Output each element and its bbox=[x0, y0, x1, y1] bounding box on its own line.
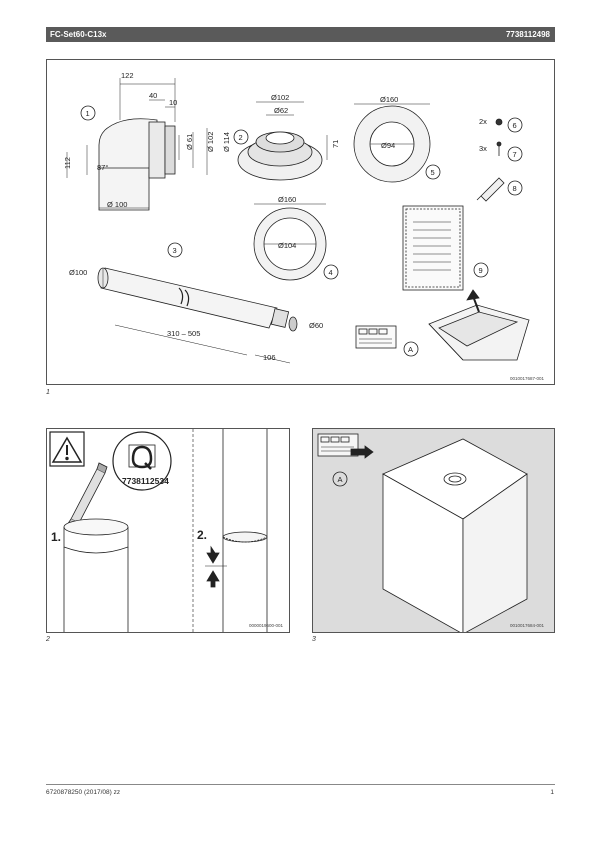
callout-a bbox=[403, 341, 419, 357]
callout-a-fig3 bbox=[332, 471, 348, 487]
wall-rosette-part-4 bbox=[253, 203, 327, 281]
callout-9-text: 9 bbox=[479, 266, 483, 275]
callout-6 bbox=[507, 117, 523, 133]
pipe-part bbox=[97, 267, 298, 364]
dim-87: 87° bbox=[97, 163, 108, 172]
dim-p71: 71 bbox=[331, 140, 340, 148]
quality-seal-icon bbox=[112, 431, 172, 491]
dim-length: 310 – 505 bbox=[167, 329, 200, 338]
dim-d102: Ø 102 bbox=[206, 132, 215, 152]
step-2-label: 2. bbox=[197, 528, 207, 542]
callout-9 bbox=[473, 262, 489, 278]
warning-icon bbox=[49, 431, 85, 467]
screw-part-6 bbox=[495, 118, 503, 126]
qty-3x: 3x bbox=[479, 144, 487, 153]
callout-3-text: 3 bbox=[173, 246, 177, 255]
callout-5 bbox=[425, 164, 441, 180]
callout-1-text: 1 bbox=[86, 109, 90, 118]
dim-t100: Ø100 bbox=[69, 268, 87, 277]
dim-t106: 106 bbox=[263, 353, 276, 362]
dim-r104: Ø104 bbox=[278, 241, 296, 250]
callout-a-fig3-text: A bbox=[338, 475, 343, 484]
figure-1-number: 1 bbox=[46, 389, 50, 396]
callout-2-text: 2 bbox=[239, 133, 243, 142]
boiler-cube bbox=[382, 438, 528, 632]
dim-d61: Ø 61 bbox=[185, 134, 194, 150]
figure-3-code: 0010017684-001 bbox=[510, 623, 545, 628]
callout-2 bbox=[233, 129, 249, 145]
pipe-end-step-1 bbox=[63, 518, 129, 632]
dim-10: 10 bbox=[169, 98, 177, 107]
figure-3-label-placement: A 0010017684-001 bbox=[312, 428, 555, 633]
pipe-joint-step-2 bbox=[205, 429, 268, 632]
type-label-icon bbox=[317, 433, 374, 459]
dim-p102: Ø102 bbox=[271, 93, 289, 102]
callout-a-text: A bbox=[408, 345, 413, 354]
lubricant-number: 7738112534 bbox=[122, 476, 169, 486]
dim-p62: Ø62 bbox=[274, 106, 288, 115]
callout-4-text: 4 bbox=[329, 268, 333, 277]
qty-2x: 2x bbox=[479, 117, 487, 126]
header-bar: FC-Set60-C13x 7738112498 bbox=[46, 27, 555, 42]
callout-7 bbox=[507, 146, 523, 162]
document-number: 7738112498 bbox=[505, 30, 550, 39]
callout-3 bbox=[167, 242, 183, 258]
dim-t60: Ø60 bbox=[309, 321, 323, 330]
flange-adapter-part bbox=[237, 101, 328, 181]
lubricant-tube-icon bbox=[66, 462, 108, 528]
dim-r160b: Ø160 bbox=[278, 195, 296, 204]
product-name: FC-Set60-C13x bbox=[50, 30, 107, 39]
dim-40: 40 bbox=[149, 91, 157, 100]
callout-8-text: 8 bbox=[513, 184, 517, 193]
wall-rosette-part-5 bbox=[353, 103, 431, 183]
figure-2-number: 2 bbox=[46, 636, 50, 643]
figure-1-parts-overview: 1 122 40 10 112 87° Ø 100 Ø 61 Ø 102 Ø 1… bbox=[46, 59, 555, 385]
callout-7-text: 7 bbox=[513, 150, 517, 159]
dim-112: 112 bbox=[63, 157, 72, 169]
dim-r94: Ø94 bbox=[381, 141, 395, 150]
callout-5-text: 5 bbox=[431, 168, 435, 177]
instruction-sheet-part-9 bbox=[402, 205, 464, 291]
footer-divider bbox=[46, 784, 555, 785]
figure-3-number: 3 bbox=[312, 636, 316, 643]
callout-6-text: 6 bbox=[513, 121, 517, 130]
callout-4 bbox=[323, 264, 339, 280]
dim-r160a: Ø160 bbox=[380, 95, 398, 104]
screw-part-7 bbox=[496, 141, 502, 156]
figure-1-code: 0010017687-001 bbox=[510, 376, 545, 381]
dim-d114: Ø 114 bbox=[222, 132, 231, 152]
dim-122: 122 bbox=[121, 71, 134, 80]
figure-2-code: 0000019600-001 bbox=[249, 623, 284, 628]
step-1-label: 1. bbox=[51, 530, 61, 544]
elbow-part bbox=[66, 78, 208, 211]
dim-d100: Ø 100 bbox=[107, 200, 127, 209]
callout-1 bbox=[80, 105, 96, 121]
packaging-box bbox=[428, 289, 530, 361]
lubricant-tube-part-8 bbox=[476, 177, 505, 202]
footer-document-id: 6720878250 (2017/08) zz bbox=[46, 789, 121, 796]
type-label-a bbox=[355, 325, 397, 349]
callout-8 bbox=[507, 180, 523, 196]
figure-2-lubrication-steps: 7738112534 1. 2. 0000019600-001 bbox=[46, 428, 290, 633]
footer-page-number: 1 bbox=[550, 789, 554, 796]
